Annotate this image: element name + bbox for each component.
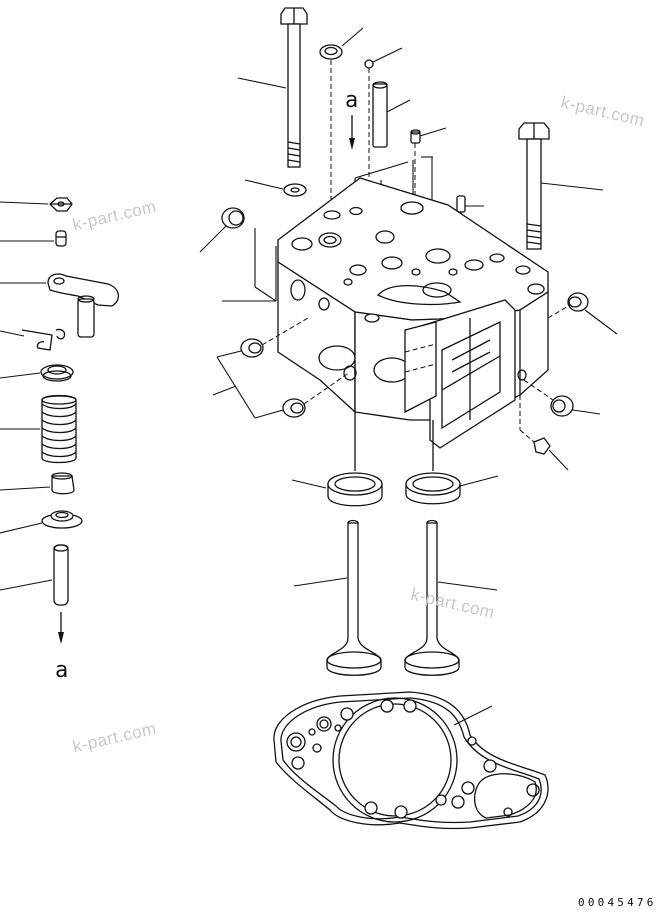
intake-valve [293,519,382,676]
washer [244,179,307,197]
seal-washer [319,27,364,230]
dowel-pin [372,81,411,148]
ref-letter-left: a [55,658,69,683]
exhaust-valve [404,519,498,676]
valve-seat-insert-exhaust [405,420,499,505]
ball-plug [364,47,403,250]
ref-letter-top: a [345,88,359,113]
spring-retainer [0,364,74,382]
expansion-plugs [212,317,351,419]
head-bolt-left [237,7,308,168]
valve-stem-seal [0,472,75,495]
expansion-plug [199,207,245,253]
expansion-plug-lower-right [523,379,601,417]
ref-arrow-left [58,612,64,644]
cylinder-head-leader [222,228,277,302]
crosshead [0,273,119,338]
spring-seat [0,510,83,534]
valve-guide [0,544,69,606]
clip [0,328,66,351]
valve-spring [0,394,77,464]
drawing-code: 00045476 [578,896,657,909]
cylinder-head [277,177,549,449]
ref-arrow-top [349,115,355,150]
valve-cotter [0,197,73,212]
valve-cap [0,230,67,247]
head-bolt-right [518,122,604,250]
valve-seat-insert-intake [291,412,383,507]
fitting [519,395,569,471]
expansion-plug-right [547,292,618,335]
head-gasket [273,691,549,830]
